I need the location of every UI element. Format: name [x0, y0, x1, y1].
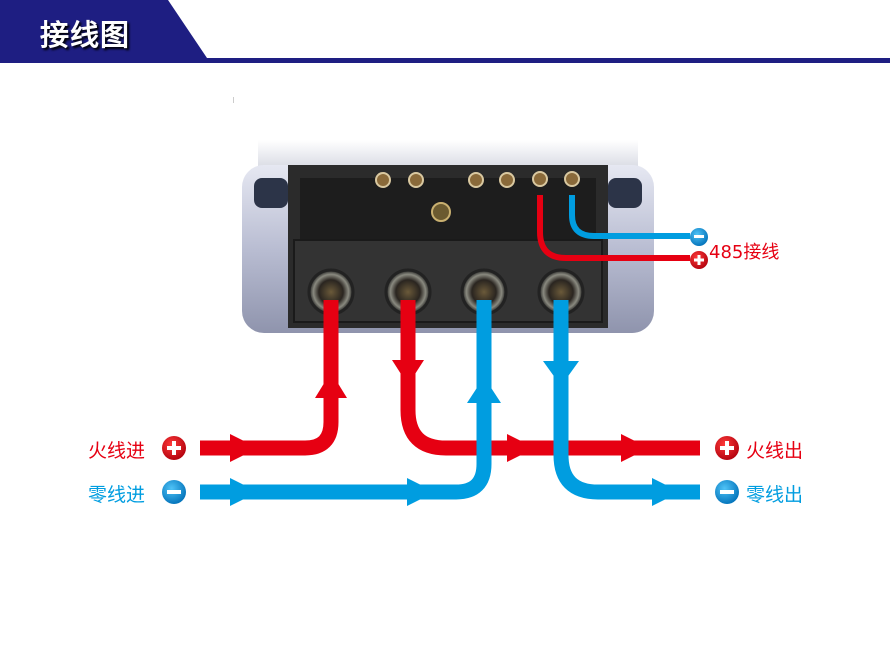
- live-out-plus-badge: [715, 436, 739, 460]
- rs485-live-wire: [537, 195, 690, 261]
- rs485-neutral-wire: [569, 195, 690, 239]
- neutral-in-arrow-up: [467, 377, 501, 403]
- header-title-background: [0, 0, 207, 58]
- signal-terminals: [375, 171, 580, 222]
- neutral-in-wire: [200, 300, 492, 500]
- live-out-label: 火线出: [746, 440, 804, 462]
- live-out-wire: [400, 300, 700, 456]
- rs485-plus-badge: [690, 251, 708, 269]
- header-underline: [0, 58, 890, 63]
- neutral-out-label: 零线出: [746, 484, 804, 506]
- live-out-arrow-down: [392, 360, 424, 385]
- page-title: 接线图: [40, 18, 131, 52]
- live-in-wire: [200, 300, 339, 456]
- left-tab: [254, 178, 288, 208]
- live-in-plus-badge: [162, 436, 186, 460]
- rs485-label: 485接线: [709, 242, 780, 263]
- artifact-mark: [233, 97, 234, 103]
- signal-screw: [499, 172, 515, 188]
- rs485-minus-badge: [690, 228, 708, 246]
- right-tab: [608, 178, 642, 208]
- meter-terminal-block: [242, 140, 654, 333]
- neutral-in-label: 零线进: [88, 484, 146, 506]
- signal-screw: [564, 171, 580, 187]
- signal-screw: [408, 172, 424, 188]
- neutral-out-arrow-down: [543, 361, 579, 386]
- neutral-in-minus-badge: [162, 480, 186, 504]
- signal-screw: [468, 172, 484, 188]
- live-in-label: 火线进: [88, 440, 146, 462]
- live-out-arrow-right-1: [507, 434, 535, 462]
- neutral-out-arrow-right: [652, 478, 680, 506]
- center-screw: [431, 202, 451, 222]
- signal-screw: [375, 172, 391, 188]
- neutral-in-arrow-right-1: [230, 478, 258, 506]
- live-in-arrow-right: [230, 434, 258, 462]
- live-in-arrow-up: [315, 372, 347, 398]
- live-out-arrow-right-2: [621, 434, 649, 462]
- neutral-in-arrow-right-2: [407, 478, 435, 506]
- signal-screw: [532, 171, 548, 187]
- neutral-out-wire: [553, 300, 700, 500]
- header-bar: [0, 0, 890, 63]
- neutral-out-minus-badge: [715, 480, 739, 504]
